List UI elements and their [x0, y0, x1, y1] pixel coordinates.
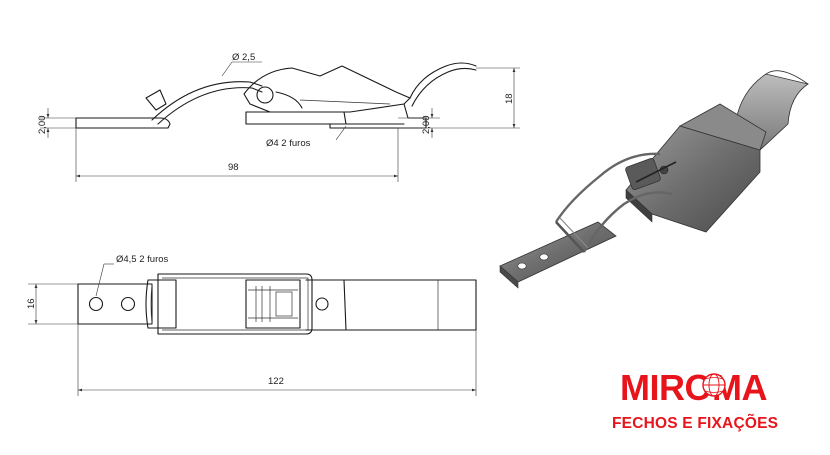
- plate-hole-2: [120, 296, 136, 312]
- brand-name: MIROMA: [620, 367, 767, 408]
- wire-diameter-label: Ø 2,5: [232, 52, 255, 63]
- right-thickness-label: 2,00: [421, 116, 432, 135]
- height-label: 18: [504, 93, 515, 104]
- top-hole-note: Ø4,5 2 furos: [116, 254, 169, 265]
- width-label: 16: [26, 298, 37, 309]
- side-length-label: 98: [228, 162, 239, 173]
- brand-logo: MIROMA FECHOS E FIXAÇÕES: [612, 367, 778, 432]
- keeper-hole: [315, 297, 329, 311]
- side-hole-note: Ø4 2 furos: [266, 138, 311, 149]
- top-view: Ø4,5 2 furos 16 122: [26, 254, 477, 396]
- plate-hole-1: [88, 296, 104, 312]
- top-length-label: 122: [268, 376, 284, 387]
- globe-icon: [702, 373, 726, 397]
- brand-tagline: FECHOS E FIXAÇÕES: [612, 414, 778, 432]
- left-thickness-label: 2,00: [37, 116, 48, 135]
- side-view: Ø 2,5 2,00 2,00 18 Ø4 2 furos 98: [37, 52, 520, 182]
- latch-3d-render: [499, 70, 809, 289]
